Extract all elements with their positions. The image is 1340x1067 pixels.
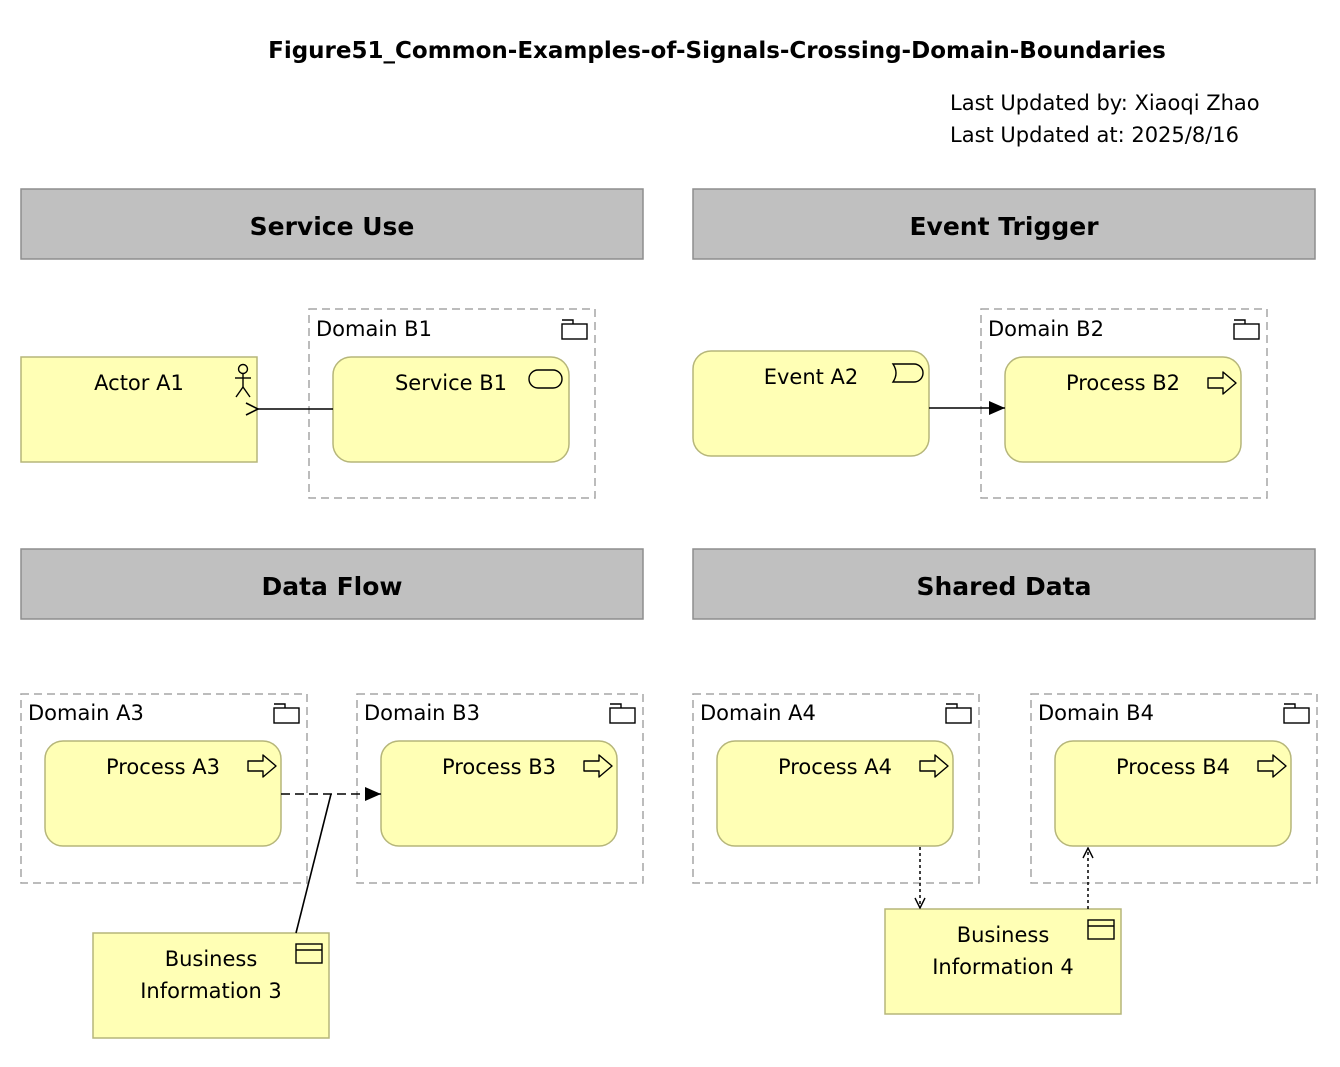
section-shared-data[interactable]: Shared Data — [692, 548, 1316, 620]
section-event-trigger-label: Event Trigger — [909, 212, 1099, 241]
group-domain-a3-label: Domain A3 — [28, 701, 144, 725]
process-arrow-icon — [919, 754, 949, 778]
folder-tab-icon — [273, 703, 300, 724]
group-domain-a3[interactable]: Domain A3 — [20, 693, 308, 884]
group-domain-b2[interactable]: Domain B2 — [980, 308, 1268, 499]
last-updated-at: Last Updated at: 2025/8/16 — [950, 123, 1239, 147]
process-arrow-icon — [1257, 754, 1287, 778]
association-bi3-to-flow[interactable] — [295, 793, 332, 934]
section-data-flow-label: Data Flow — [261, 572, 402, 601]
group-domain-a4-label: Domain A4 — [700, 701, 816, 725]
process-a4-label: Process A4 — [778, 755, 892, 779]
section-service-use-label: Service Use — [250, 212, 415, 241]
business-information-4[interactable]: Business Information 4 — [884, 908, 1122, 1015]
process-arrow-icon — [1207, 371, 1237, 395]
folder-tab-icon — [945, 703, 972, 724]
service-b1-label: Service B1 — [395, 371, 507, 395]
business-information-3-label-line2: Information 3 — [140, 979, 282, 1003]
group-domain-b4[interactable]: Domain B4 — [1030, 693, 1318, 884]
business-object-icon — [1087, 919, 1115, 940]
business-information-4-label-line2: Information 4 — [932, 955, 1074, 979]
group-domain-b3-label: Domain B3 — [364, 701, 480, 725]
section-service-use[interactable]: Service Use — [20, 188, 644, 260]
process-a3[interactable]: Process A3 — [44, 740, 282, 847]
diagram-title: Figure51_Common-Examples-of-Signals-Cros… — [268, 38, 1166, 64]
process-arrow-icon — [583, 754, 613, 778]
service-icon — [528, 369, 563, 389]
process-arrow-icon — [247, 754, 277, 778]
folder-tab-icon — [1233, 319, 1260, 340]
event-icon — [891, 363, 924, 383]
section-data-flow[interactable]: Data Flow — [20, 548, 644, 620]
process-b2[interactable]: Process B2 — [1004, 356, 1242, 463]
process-a3-label: Process A3 — [106, 755, 220, 779]
business-information-3[interactable]: Business Information 3 — [92, 932, 330, 1039]
business-information-4-label-line1: Business — [957, 923, 1050, 947]
group-domain-b1[interactable]: Domain B1 — [308, 308, 596, 499]
group-domain-b4-label: Domain B4 — [1038, 701, 1154, 725]
section-event-trigger[interactable]: Event Trigger — [692, 188, 1316, 260]
group-domain-b3[interactable]: Domain B3 — [356, 693, 644, 884]
service-b1[interactable]: Service B1 — [332, 356, 570, 463]
event-a2[interactable]: Event A2 — [692, 350, 930, 457]
folder-tab-icon — [561, 319, 588, 340]
group-domain-b1-label: Domain B1 — [316, 317, 432, 341]
actor-a1[interactable]: Actor A1 — [20, 356, 258, 463]
business-information-3-label-line1: Business — [165, 947, 258, 971]
process-b2-label: Process B2 — [1066, 371, 1180, 395]
actor-icon — [235, 363, 251, 398]
process-b3[interactable]: Process B3 — [380, 740, 618, 847]
folder-tab-icon — [1283, 703, 1310, 724]
actor-a1-label: Actor A1 — [94, 371, 184, 395]
process-b4[interactable]: Process B4 — [1054, 740, 1292, 847]
group-domain-a4[interactable]: Domain A4 — [692, 693, 980, 884]
process-a4[interactable]: Process A4 — [716, 740, 954, 847]
section-shared-data-label: Shared Data — [917, 572, 1092, 601]
process-b4-label: Process B4 — [1116, 755, 1230, 779]
event-a2-label: Event A2 — [764, 365, 859, 389]
business-object-icon — [295, 943, 323, 964]
process-b3-label: Process B3 — [442, 755, 556, 779]
folder-tab-icon — [609, 703, 636, 724]
group-domain-b2-label: Domain B2 — [988, 317, 1104, 341]
last-updated-by: Last Updated by: Xiaoqi Zhao — [950, 91, 1260, 115]
